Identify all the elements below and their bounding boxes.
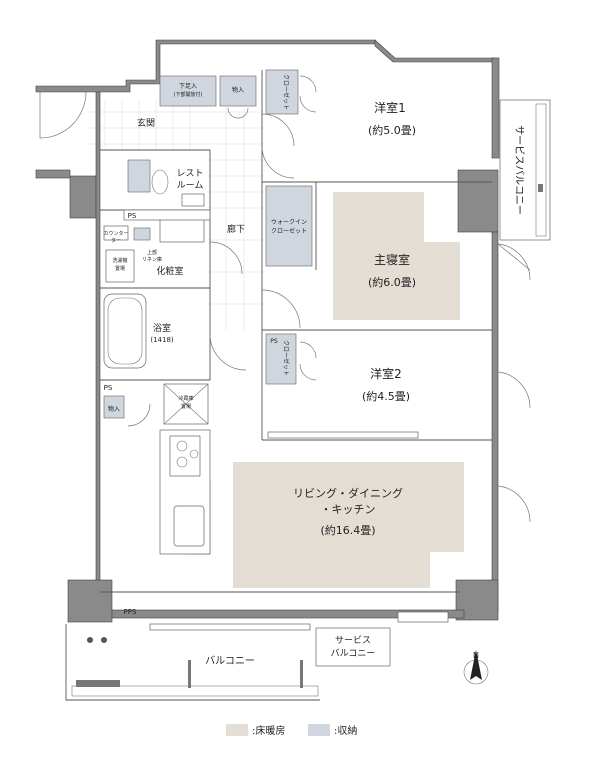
closet-1-label: クローゼット (282, 74, 290, 110)
door-swings (39, 75, 531, 523)
counter-label-line2: ター (111, 237, 121, 244)
ldk-heating-area (233, 462, 464, 588)
master-bedroom-heating-area (333, 192, 460, 320)
legend: :床暖房 :収納 (226, 724, 357, 737)
exterior-walls (35, 39, 500, 623)
compass-north-label: N (473, 651, 479, 660)
ps-kitchen-label: PS (104, 384, 113, 392)
service-balcony-bottom (315, 627, 391, 667)
counter-label-line1: カウンター (103, 230, 128, 237)
restroom-label-line2: ルーム (177, 180, 204, 191)
legend-storage-label: :収納 (334, 724, 357, 737)
entrance-label: 玄関 (137, 117, 155, 129)
balcony-label: バルコニー (205, 655, 255, 667)
bathroom-size: (1418) (150, 336, 174, 344)
storage-kitchen-label: 物入 (108, 405, 120, 413)
closet-2-label: クローゼット (282, 340, 290, 376)
walk-in-closet-label-line2: クローゼット (271, 227, 307, 235)
entrance-tile-grid (88, 100, 262, 330)
ldk-size: (約16.4畳) (320, 523, 375, 537)
ldk-name-line2: ・キッチン (321, 503, 376, 516)
storage-top-label: 物入 (232, 86, 244, 94)
legend-heating-swatch (226, 724, 248, 736)
restroom-label-line1: レスト (176, 169, 203, 179)
master-bedroom-name: 主寝室 (374, 252, 410, 267)
shoe-cabinet-label-line2: (下部開放付) (174, 91, 203, 98)
service-balcony-bottom-line1: サービス (335, 635, 371, 646)
western-room-1-name: 洋室1 (374, 100, 406, 115)
western-room-2-name: 洋室2 (370, 366, 402, 381)
legend-heating-label: :床暖房 (252, 724, 285, 737)
washer-space-label-line2: 置場 (115, 265, 125, 272)
shoe-cabinet-label-line1: 下足入 (179, 83, 197, 90)
ps-closet-2-label: PS (270, 338, 278, 345)
kitchen-fixtures (159, 383, 211, 555)
linen-storage-label-line1: 上部 (147, 249, 157, 256)
master-bedroom-size: (約6.0畳) (368, 275, 416, 289)
balcony-bottom (65, 624, 320, 701)
linen-storage-label-line2: リネン庫 (142, 256, 162, 263)
walk-in-closet-label-line1: ウォークイン (271, 218, 307, 226)
washer-space-label-line1: 洗濯機 (112, 257, 127, 264)
fridge-space-label-line1: 冷蔵庫 (178, 395, 193, 402)
wet-area-fixtures (103, 169, 211, 369)
compass: N (463, 650, 489, 685)
service-balcony-right (499, 99, 551, 241)
service-balcony-right-label: サービスバルコニー (513, 125, 525, 215)
legend-storage-swatch (308, 724, 330, 736)
western-room-2-size: (約4.5畳) (362, 389, 410, 403)
western-room-1-size: (約5.0畳) (368, 123, 416, 137)
interior-walls (100, 70, 492, 593)
powder-room-label: 化粧室 (156, 265, 183, 277)
ps-top-label: PS (128, 212, 137, 220)
ldk-name-line1: リビング・ダイニング (293, 486, 403, 500)
bathroom-label: 浴室 (153, 322, 171, 334)
windows (149, 431, 449, 631)
service-balcony-bottom-line2: バルコニー (331, 648, 376, 659)
pps-label: PPS (124, 608, 137, 616)
fridge-space-label-line2: 置場 (181, 403, 191, 410)
hallway-label: 廊下 (227, 223, 245, 235)
